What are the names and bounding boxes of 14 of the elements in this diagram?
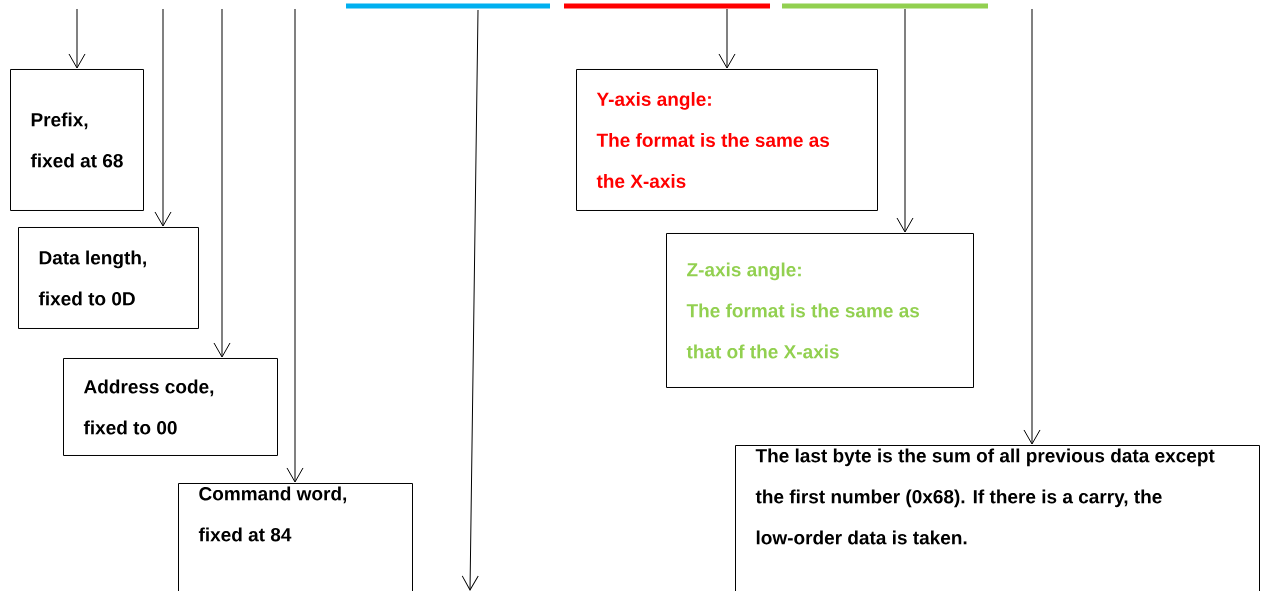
text-box: Z-axis angle: The format is the same as that of the X-axis xyxy=(666,233,974,388)
text-box: Y-axis angle: The format is the same as the X-axis xyxy=(576,69,878,211)
text-box: Prefix, fixed at 68 xyxy=(10,69,144,211)
text-box: Data length, fixed to 0D xyxy=(18,227,199,329)
text-box: The last byte is the sum of all previous data except the first number (0x68). If there is a carry, the low-order data is taken. xyxy=(735,445,1260,591)
arrow xyxy=(896,8,914,233)
arrow xyxy=(286,8,304,483)
arrow xyxy=(718,8,736,69)
arrow xyxy=(1023,8,1041,445)
arrow xyxy=(154,8,172,227)
text-box: Command word, fixed at 84 xyxy=(178,483,413,591)
arrow xyxy=(213,8,231,358)
text-box: Address code, fixed to 00 xyxy=(63,358,278,456)
arrow xyxy=(68,8,86,69)
